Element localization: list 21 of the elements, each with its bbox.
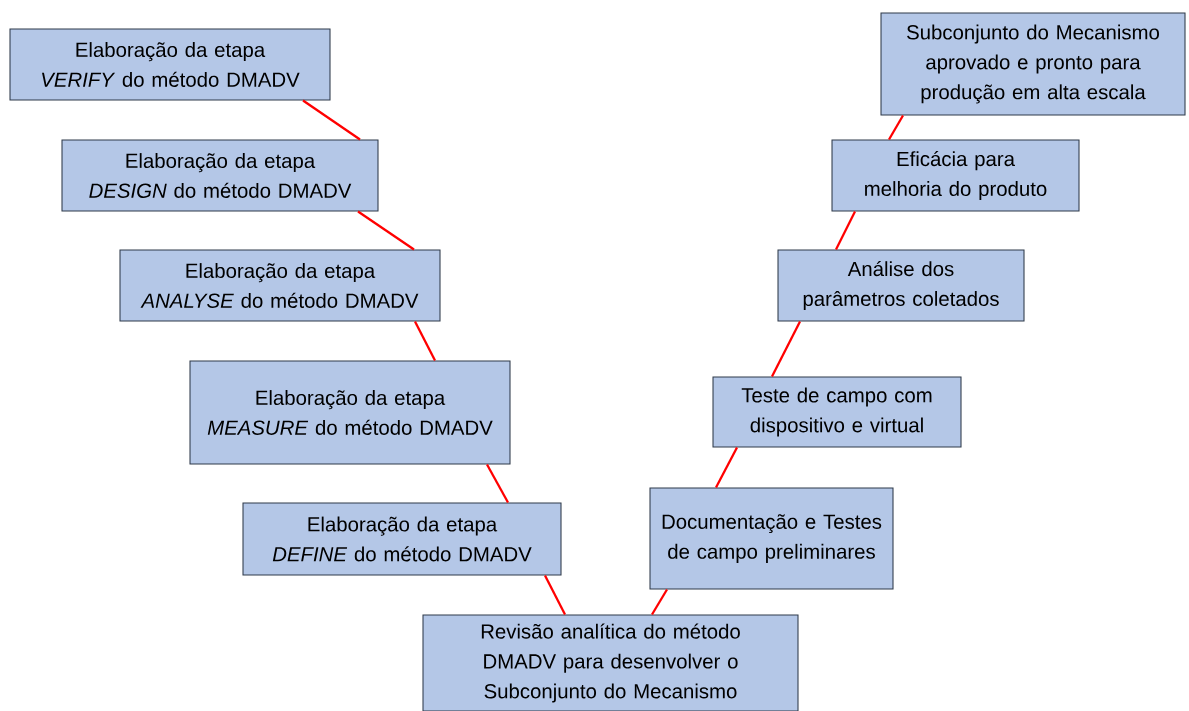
process-box: Eficácia para melhoria do produto (831, 139, 1080, 212)
process-box: Elaboração da etapa MEASURE do método DMADV (189, 360, 511, 465)
process-box: Elaboração da etapa DESIGN do método DMADV (61, 139, 379, 212)
connector-line (302, 99, 361, 141)
process-box: Subconjunto do Mecanismo aprovado e pronto para produção em alta escala (880, 12, 1186, 116)
connector-line (888, 114, 904, 141)
connector-line (771, 321, 802, 377)
connector-line (835, 211, 857, 250)
connector-line (544, 575, 567, 615)
connector-line (414, 321, 437, 361)
process-box: Elaboração da etapa VERIFY do método DMADV (9, 28, 331, 101)
process-box: Análise dos parâmetros coletados (777, 249, 1025, 322)
process-box: Teste de campo com dispositivo e virtual (712, 376, 962, 448)
process-box: Revisão analítica do método DMADV para desenvolver o Subconjunto do Mecanismo (422, 614, 799, 711)
connector-line (715, 447, 738, 488)
connector-line (486, 463, 509, 504)
process-box: Elaboração da etapa ANALYSE do método DMADV (119, 249, 441, 322)
connector-line (651, 588, 668, 616)
process-box: Documentação e Testes de campo preliminares (649, 487, 894, 590)
process-box: Elaboração da etapa DEFINE do método DMADV (242, 502, 562, 576)
connector-line (357, 210, 415, 251)
